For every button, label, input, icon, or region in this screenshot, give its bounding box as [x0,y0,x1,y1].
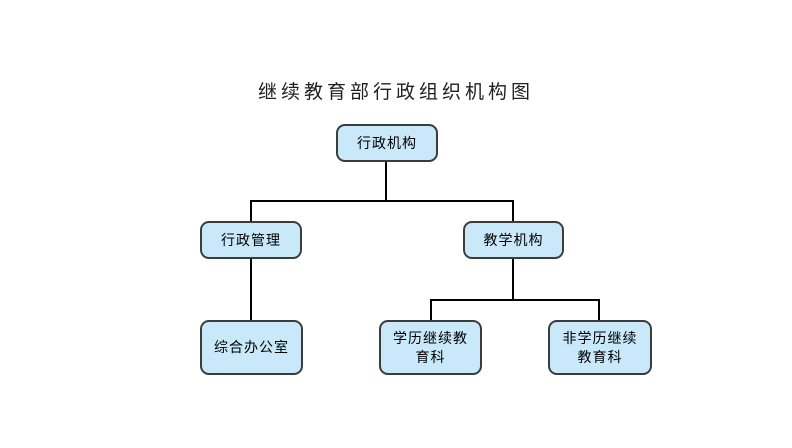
connector-drop-nonacademic [598,299,600,321]
node-admin-org: 行政机构 [336,124,438,162]
connector-root-down [385,161,387,202]
connector-admin-office [250,258,252,321]
node-academic-continuing-ed-label: 学历继续教 育科 [393,329,468,365]
node-general-office-label: 综合办公室 [214,339,289,355]
node-teaching-org-label: 教学机构 [483,231,544,248]
node-academic-continuing-ed: 学历继续教 育科 [379,320,482,375]
connector-level3-horizontal [430,299,600,301]
connector-drop-admin [250,200,252,222]
node-general-office: 综合办公室 [200,320,303,375]
node-admin-mgmt: 行政管理 [200,221,302,259]
connector-drop-academic [430,299,432,321]
node-nonacademic-continuing-ed-label: 非学历继续 教育科 [562,329,638,365]
connector-drop-teaching [512,200,514,222]
node-nonacademic-continuing-ed: 非学历继续 教育科 [548,320,652,375]
node-admin-mgmt-label: 行政管理 [221,231,281,248]
chart-title: 继续教育部行政组织机构图 [257,81,534,103]
connector-level2-horizontal [250,200,514,202]
node-admin-org-label: 行政机构 [357,134,417,151]
node-teaching-org: 教学机构 [463,221,564,259]
connector-teaching-down [512,258,514,301]
